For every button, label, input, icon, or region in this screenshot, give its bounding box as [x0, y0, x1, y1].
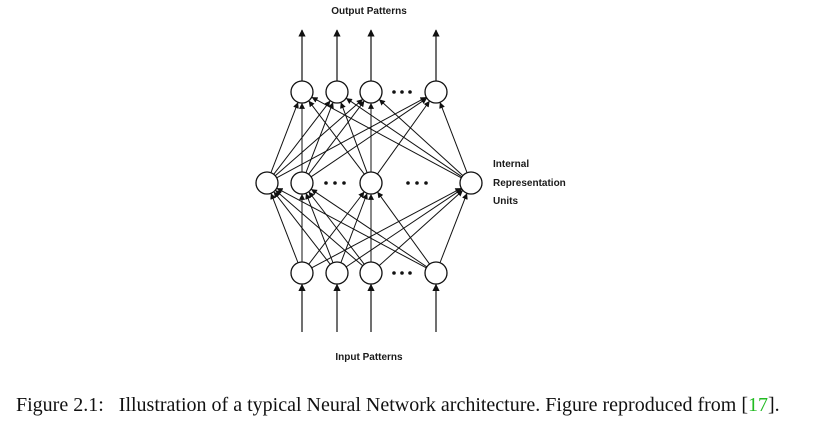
- output-ellipsis-dot-1: [400, 90, 404, 94]
- pattern-arrows: [298, 29, 440, 332]
- hidden-ellipsis-right-dot-2: [424, 181, 428, 185]
- hidden-output-edge-0-0: [270, 102, 299, 173]
- hidden-ellipsis-right-dot-0: [406, 181, 410, 185]
- input-ellipsis-dot-0: [392, 271, 396, 275]
- output-ellipsis-dot-0: [392, 90, 396, 94]
- input-hidden-edge-2-1: [308, 191, 365, 265]
- input-hidden-edge-3-2: [377, 191, 430, 265]
- input-hidden-edge-3-3: [439, 193, 468, 263]
- input-hidden-edge-3-0: [276, 187, 427, 269]
- citation-open: [: [741, 394, 748, 416]
- hidden-output-edge-3-3: [439, 102, 468, 173]
- hidden-output-edge-3-0: [311, 97, 462, 179]
- input-patterns-label: Input Patterns: [335, 352, 403, 363]
- output-node-1: [325, 80, 349, 104]
- output-node-0: [290, 80, 314, 104]
- network-nodes: [255, 80, 483, 285]
- internal-label-line-3: Units: [493, 196, 518, 207]
- caption-label: Figure 2.1:: [16, 394, 104, 416]
- input-hidden-edge-3-1: [311, 188, 428, 268]
- connection-edges: [270, 97, 468, 269]
- hidden-output-edge-0-2: [274, 99, 363, 177]
- hidden-output-edge-2-3: [376, 100, 430, 175]
- hidden-node-0: [255, 171, 279, 195]
- hidden-output-edge-2-1: [340, 102, 368, 173]
- hidden-output-edge-3-1: [346, 98, 463, 178]
- input-node-2: [359, 261, 383, 285]
- input-node-3: [424, 261, 448, 285]
- hidden-ellipsis-left-dot-1: [333, 181, 337, 185]
- hidden-ellipsis-left-dot-2: [342, 181, 346, 185]
- ellipsis-dots: [324, 90, 428, 275]
- hidden-output-edge-1-1: [305, 102, 334, 173]
- output-ellipsis-dot-2: [408, 90, 412, 94]
- hidden-node-2: [359, 171, 383, 195]
- hidden-output-edge-3-2: [379, 99, 464, 176]
- input-hidden-edge-2-0: [275, 190, 364, 267]
- neural-network-diagram: Output Patterns Input Patterns Internal …: [255, 6, 566, 363]
- internal-label-line-2: Representation: [493, 178, 566, 189]
- input-node-0: [290, 261, 314, 285]
- hidden-output-edge-2-0: [308, 100, 365, 175]
- citation-link[interactable]: 17: [748, 394, 768, 416]
- citation-close: ].: [768, 394, 780, 416]
- input-hidden-edge-0-0: [270, 193, 299, 263]
- output-node-2: [359, 80, 383, 104]
- caption-text: Illustration of a typical Neural Network…: [118, 394, 737, 416]
- output-patterns-label: Output Patterns: [331, 6, 407, 17]
- input-node-1: [325, 261, 349, 285]
- input-hidden-edge-1-2: [340, 193, 368, 263]
- input-hidden-edge-2-3: [378, 190, 463, 267]
- hidden-ellipsis-left-dot-0: [324, 181, 328, 185]
- input-ellipsis-dot-1: [400, 271, 404, 275]
- internal-label-line-1: Internal: [493, 159, 529, 170]
- output-node-3: [424, 80, 448, 104]
- input-hidden-edge-0-3: [311, 187, 462, 269]
- hidden-output-edge-1-3: [310, 98, 427, 178]
- input-ellipsis-dot-2: [408, 271, 412, 275]
- figure-caption: Figure 2.1: Illustration of a typical Ne…: [16, 393, 821, 418]
- input-hidden-edge-1-0: [273, 191, 331, 265]
- hidden-ellipsis-right-dot-1: [415, 181, 419, 185]
- hidden-node-3: [459, 171, 483, 195]
- hidden-node-1: [290, 171, 314, 195]
